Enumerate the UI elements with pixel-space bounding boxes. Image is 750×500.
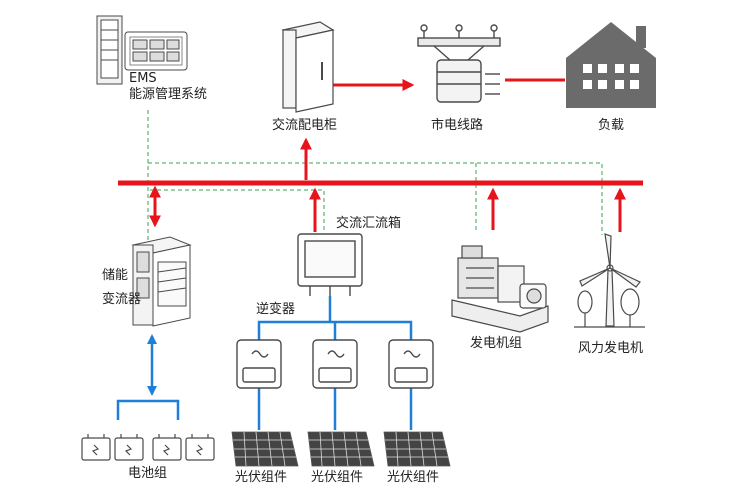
battery-pack-icon bbox=[81, 434, 215, 461]
ems-label-line1: EMS bbox=[129, 71, 157, 86]
load-label: 负载 bbox=[598, 118, 625, 133]
dc-wiring bbox=[116, 296, 413, 430]
storage-converter-label-line1: 储能 bbox=[102, 268, 129, 283]
ac-cabinet-label: 交流配电柜 bbox=[272, 118, 338, 133]
ac-combiner-label: 交流汇流箱 bbox=[336, 216, 402, 231]
house-icon bbox=[566, 22, 656, 108]
wind-turbine-label: 风力发电机 bbox=[578, 341, 644, 356]
inverter-2-icon bbox=[312, 339, 358, 389]
generator-icon bbox=[451, 245, 549, 333]
wind-turbine-icon bbox=[574, 233, 645, 328]
inverter-1-icon bbox=[236, 339, 282, 389]
ems-label-line2: 能源管理系统 bbox=[129, 87, 208, 102]
ac-combiner-icon bbox=[297, 233, 363, 296]
communication-lines bbox=[147, 110, 603, 240]
power-arrows bbox=[149, 78, 626, 232]
storage-converter-label-line2: 变流器 bbox=[102, 292, 142, 307]
pv-array-3-icon bbox=[383, 431, 451, 467]
grid-line-label: 市电线路 bbox=[431, 118, 484, 133]
pv-array-2-icon bbox=[307, 431, 375, 467]
generator-label: 发电机组 bbox=[470, 336, 523, 351]
storage-converter-icon bbox=[131, 236, 192, 327]
utility-pole-icon bbox=[417, 24, 501, 103]
pv-label-3: 光伏组件 bbox=[387, 470, 440, 485]
battery-label: 电池组 bbox=[128, 466, 168, 481]
inverter-label: 逆变器 bbox=[256, 302, 296, 317]
ac-cabinet-icon bbox=[281, 21, 335, 113]
pv-label-1: 光伏组件 bbox=[235, 470, 288, 485]
pv-array-1-icon bbox=[231, 431, 299, 467]
pv-label-2: 光伏组件 bbox=[311, 470, 364, 485]
ems-icon bbox=[96, 15, 188, 85]
inverter-3-icon bbox=[388, 339, 434, 389]
